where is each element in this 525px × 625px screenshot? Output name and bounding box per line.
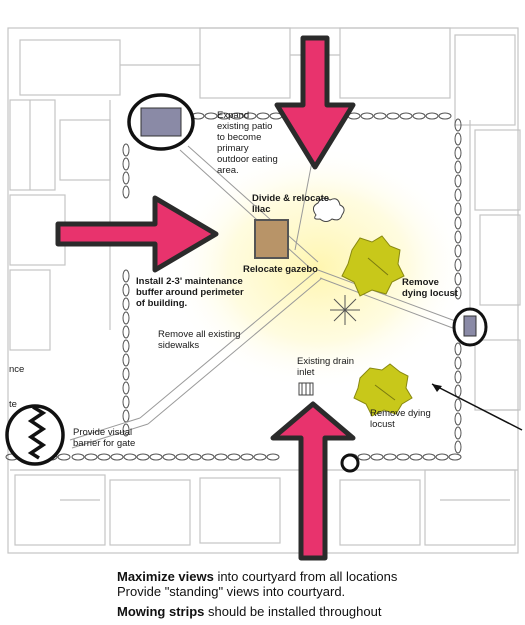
view-arrow-bottom <box>270 401 356 561</box>
courtyard-glow <box>168 146 468 390</box>
side-patio <box>452 307 488 347</box>
dying-locust-tree-2 <box>353 363 413 417</box>
label-expand-patio: Expand existing patio to become primary … <box>217 110 278 176</box>
label-edge-text-2: te <box>9 399 17 410</box>
drain-inlet <box>298 382 314 396</box>
label-remove-sidewalks: Remove all existing sidewalks <box>158 329 241 351</box>
footer-line-1: Maximize views into courtyard from all l… <box>117 569 397 584</box>
pointer-line <box>431 383 523 431</box>
label-remove-locust-2: Remove dying locust <box>370 408 431 430</box>
starburst-ornament <box>330 295 360 325</box>
label-visual-barrier: Provide visual barrier for gate <box>73 427 136 449</box>
view-arrow-left <box>55 195 219 273</box>
footer-line-3: Mowing strips should be installed throug… <box>117 604 381 619</box>
label-maintenance-buffer: Install 2-3' maintenance buffer around p… <box>136 276 244 309</box>
label-edge-text-1: nce <box>9 364 25 375</box>
label-drain-inlet: Existing drain inlet <box>297 356 355 378</box>
footer-line-3-rest: should be installed throughout <box>204 604 382 619</box>
pointer-arrowhead <box>432 384 442 392</box>
lilac-shrub <box>312 197 345 222</box>
label-remove-locust-1: Remove dying locust <box>402 277 458 299</box>
label-divide-lilac: Divide & relocate lilac <box>252 193 330 215</box>
footer-line-2: Provide "standing" views into courtyard. <box>117 584 346 599</box>
courtyard-plan <box>5 27 523 561</box>
footer-line-3-bold: Mowing strips <box>117 604 205 619</box>
building-floor-plan <box>7 27 521 554</box>
circle-marker <box>340 453 360 473</box>
footer-line-1-bold: Maximize views <box>117 569 214 584</box>
existing-patio <box>127 93 195 151</box>
view-arrow-top <box>274 35 356 170</box>
dying-locust-tree-1 <box>341 235 405 297</box>
gazebo <box>254 219 289 259</box>
footer-line-1-rest: into courtyard from all locations <box>213 569 398 584</box>
label-relocate-gazebo: Relocate gazebo <box>243 264 318 275</box>
gate-barrier <box>5 404 65 466</box>
